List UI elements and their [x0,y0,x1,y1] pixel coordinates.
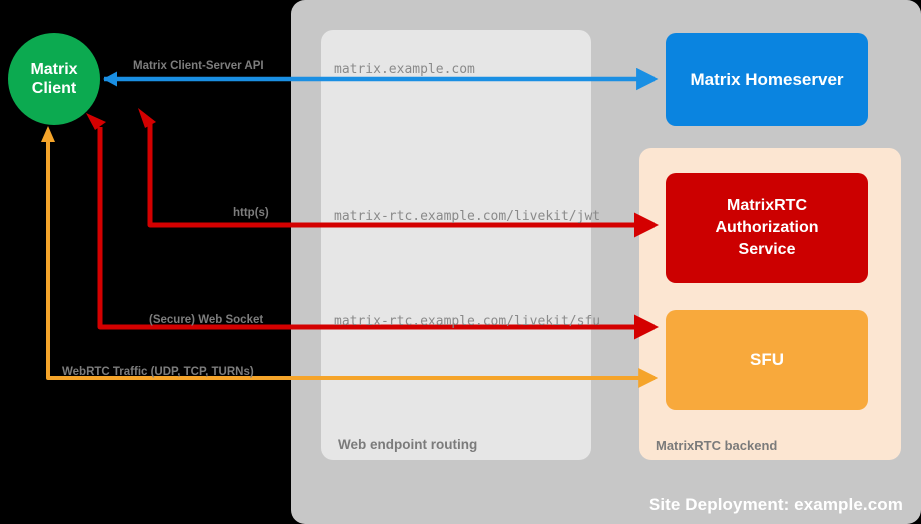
node-matrix-client[interactable]: Matrix Client [8,33,100,125]
edge-label-webrtc-traffic: WebRTC Traffic (UDP, TCP, TURNs) [62,366,254,378]
auth-service-line3: Service [738,241,796,258]
matrix-client-line1: Matrix [30,61,78,78]
auth-service-line1: MatrixRTC [726,197,807,214]
container-label-web-endpoint-routing: Web endpoint routing [338,437,478,452]
edge-label-web-socket: (Secure) Web Socket [149,314,264,326]
matrix-homeserver-label: Matrix Homeserver [690,69,844,89]
endpoint-label-livekit-jwt: matrix-rtc.example.com/livekit/jwt [334,209,601,224]
edge-label-https: http(s) [233,207,269,219]
container-label-matrixrtc-backend: MatrixRTC backend [656,438,778,453]
matrix-client-line2: Client [31,80,77,97]
auth-service-line2: Authorization [715,219,819,236]
sfu-label: SFU [750,350,784,369]
container-web-endpoint-routing [321,30,591,460]
node-matrixrtc-authorization-service[interactable]: MatrixRTC Authorization Service [666,173,868,283]
container-label-site-deployment: Site Deployment: example.com [648,495,903,514]
endpoint-label-matrix: matrix.example.com [334,62,475,77]
edge-label-matrix-client-server-api: Matrix Client-Server API [133,60,264,72]
node-matrix-homeserver[interactable]: Matrix Homeserver [666,33,868,126]
node-sfu[interactable]: SFU [666,310,868,410]
endpoint-label-livekit-sfu: matrix-rtc.example.com/livekit/sfu [334,314,601,329]
